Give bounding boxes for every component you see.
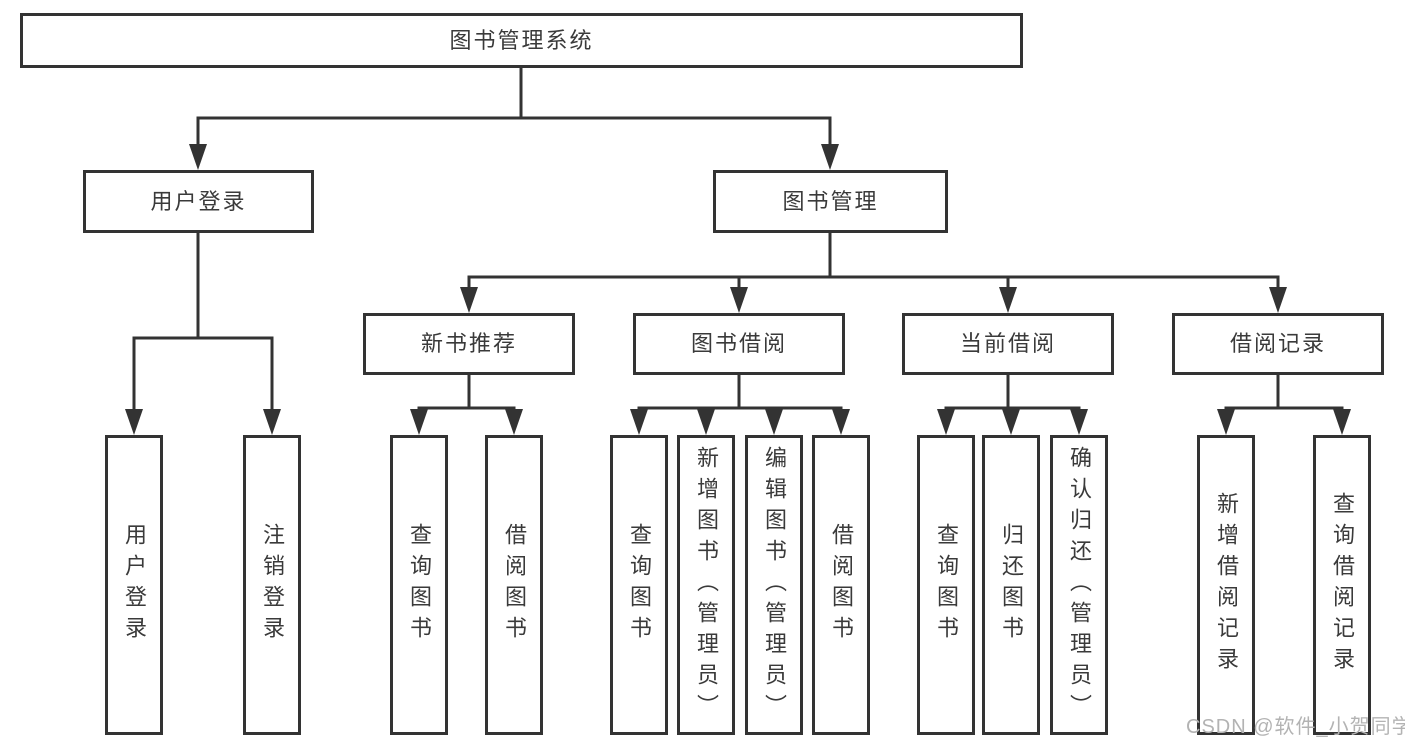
leaf-query-books-recommend-label: 查询图书 <box>407 523 432 647</box>
leaf-borrow-books-recommend-label: 借阅图书 <box>502 523 527 647</box>
leaf-user-login-label: 用户登录 <box>122 523 147 647</box>
leaf-add-borrow-record: 新增借阅记录 <box>1197 435 1255 735</box>
node-book-management: 图书管理 <box>713 170 948 233</box>
node-root-label: 图书管理系统 <box>449 27 594 53</box>
leaf-query-books-current-label: 查询图书 <box>934 523 959 647</box>
leaf-edit-books-admin: 编辑图书（管理员） <box>745 435 803 735</box>
leaf-edit-books-admin-label: 编辑图书（管理员） <box>762 445 787 725</box>
node-user-login: 用户登录 <box>83 170 314 233</box>
leaf-add-borrow-record-label: 新增借阅记录 <box>1214 492 1239 678</box>
leaf-borrow-books-borrowing: 借阅图书 <box>812 435 870 735</box>
node-root: 图书管理系统 <box>20 13 1023 68</box>
leaf-query-books-borrowing-label: 查询图书 <box>627 523 652 647</box>
leaf-add-books-admin-label: 新增图书（管理员） <box>694 445 719 725</box>
leaf-query-books-current: 查询图书 <box>917 435 975 735</box>
node-book-management-label: 图书管理 <box>782 188 879 214</box>
leaf-query-borrow-record: 查询借阅记录 <box>1313 435 1371 735</box>
node-current-borrowing-label: 当前借阅 <box>959 331 1056 356</box>
leaf-return-books-label: 归还图书 <box>999 523 1024 647</box>
leaf-borrow-books-borrowing-label: 借阅图书 <box>829 523 854 647</box>
leaf-add-books-admin: 新增图书（管理员） <box>677 435 735 735</box>
node-new-book-recommend-label: 新书推荐 <box>420 331 517 356</box>
node-borrowing-records: 借阅记录 <box>1172 313 1384 375</box>
leaf-confirm-return-admin: 确认归还（管理员） <box>1050 435 1108 735</box>
leaf-query-books-borrowing: 查询图书 <box>610 435 668 735</box>
node-new-book-recommend: 新书推荐 <box>363 313 575 375</box>
node-user-login-label: 用户登录 <box>150 188 247 214</box>
node-current-borrowing: 当前借阅 <box>902 313 1114 375</box>
leaf-confirm-return-admin-label: 确认归还（管理员） <box>1067 445 1092 725</box>
leaf-user-login: 用户登录 <box>105 435 163 735</box>
leaf-query-borrow-record-label: 查询借阅记录 <box>1330 492 1355 678</box>
watermark: CSDN @软件_小贺同学 <box>1186 716 1405 738</box>
leaf-logout: 注销登录 <box>243 435 301 735</box>
leaf-logout-label: 注销登录 <box>260 523 285 647</box>
node-book-borrowing: 图书借阅 <box>633 313 845 375</box>
leaf-query-books-recommend: 查询图书 <box>390 435 448 735</box>
node-book-borrowing-label: 图书借阅 <box>690 331 787 356</box>
node-borrowing-records-label: 借阅记录 <box>1229 331 1326 356</box>
leaf-borrow-books-recommend: 借阅图书 <box>485 435 543 735</box>
leaf-return-books: 归还图书 <box>982 435 1040 735</box>
